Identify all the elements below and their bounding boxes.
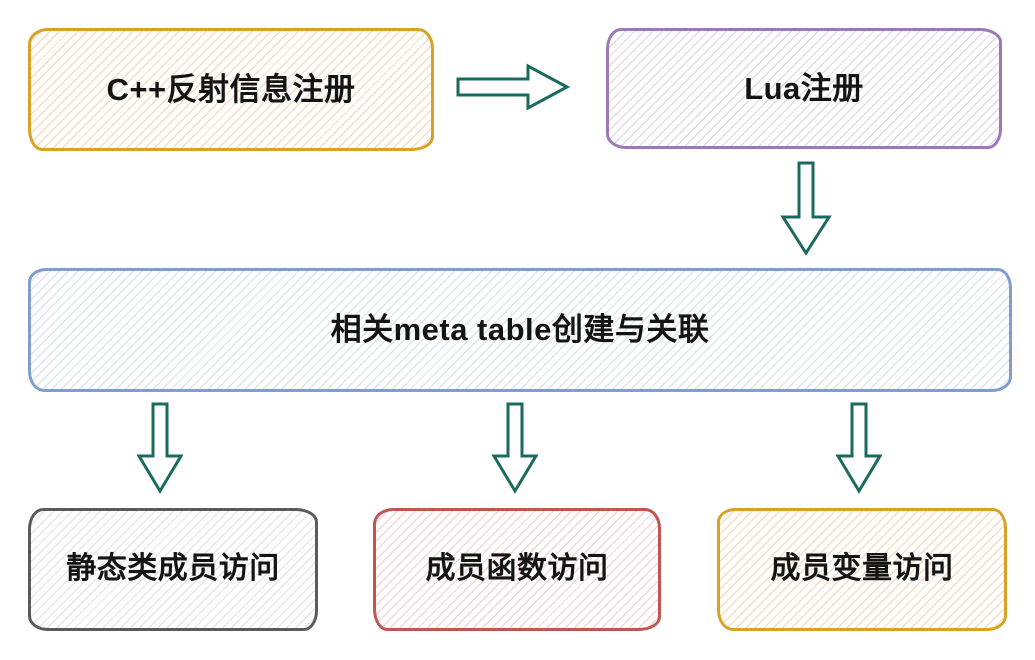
arrow-down-icon	[780, 161, 832, 256]
node-static-member-access: 静态类成员访问	[28, 508, 318, 631]
arrow-glyph	[780, 161, 832, 256]
arrow-glyph	[836, 402, 882, 494]
node-label: 成员函数访问	[425, 552, 609, 586]
node-label: 静态类成员访问	[66, 552, 280, 586]
arrow-down-icon	[137, 402, 183, 494]
arrow-glyph	[137, 402, 183, 494]
node-label: 成员变量访问	[770, 552, 954, 586]
node-label: Lua注册	[744, 70, 864, 106]
arrow-right-icon	[456, 63, 570, 111]
arrow-glyph	[456, 63, 570, 111]
node-meta-table-creation: 相关meta table创建与关联	[28, 268, 1012, 392]
node-cpp-reflection-registration: C++反射信息注册	[28, 28, 434, 151]
arrow-glyph	[492, 402, 538, 494]
node-member-function-access: 成员函数访问	[373, 508, 661, 631]
node-label: 相关meta table创建与关联	[330, 312, 710, 348]
node-label: C++反射信息注册	[106, 71, 356, 107]
node-lua-registration: Lua注册	[606, 28, 1002, 149]
arrow-down-icon	[492, 402, 538, 494]
arrow-down-icon	[836, 402, 882, 494]
node-member-variable-access: 成员变量访问	[717, 508, 1007, 631]
